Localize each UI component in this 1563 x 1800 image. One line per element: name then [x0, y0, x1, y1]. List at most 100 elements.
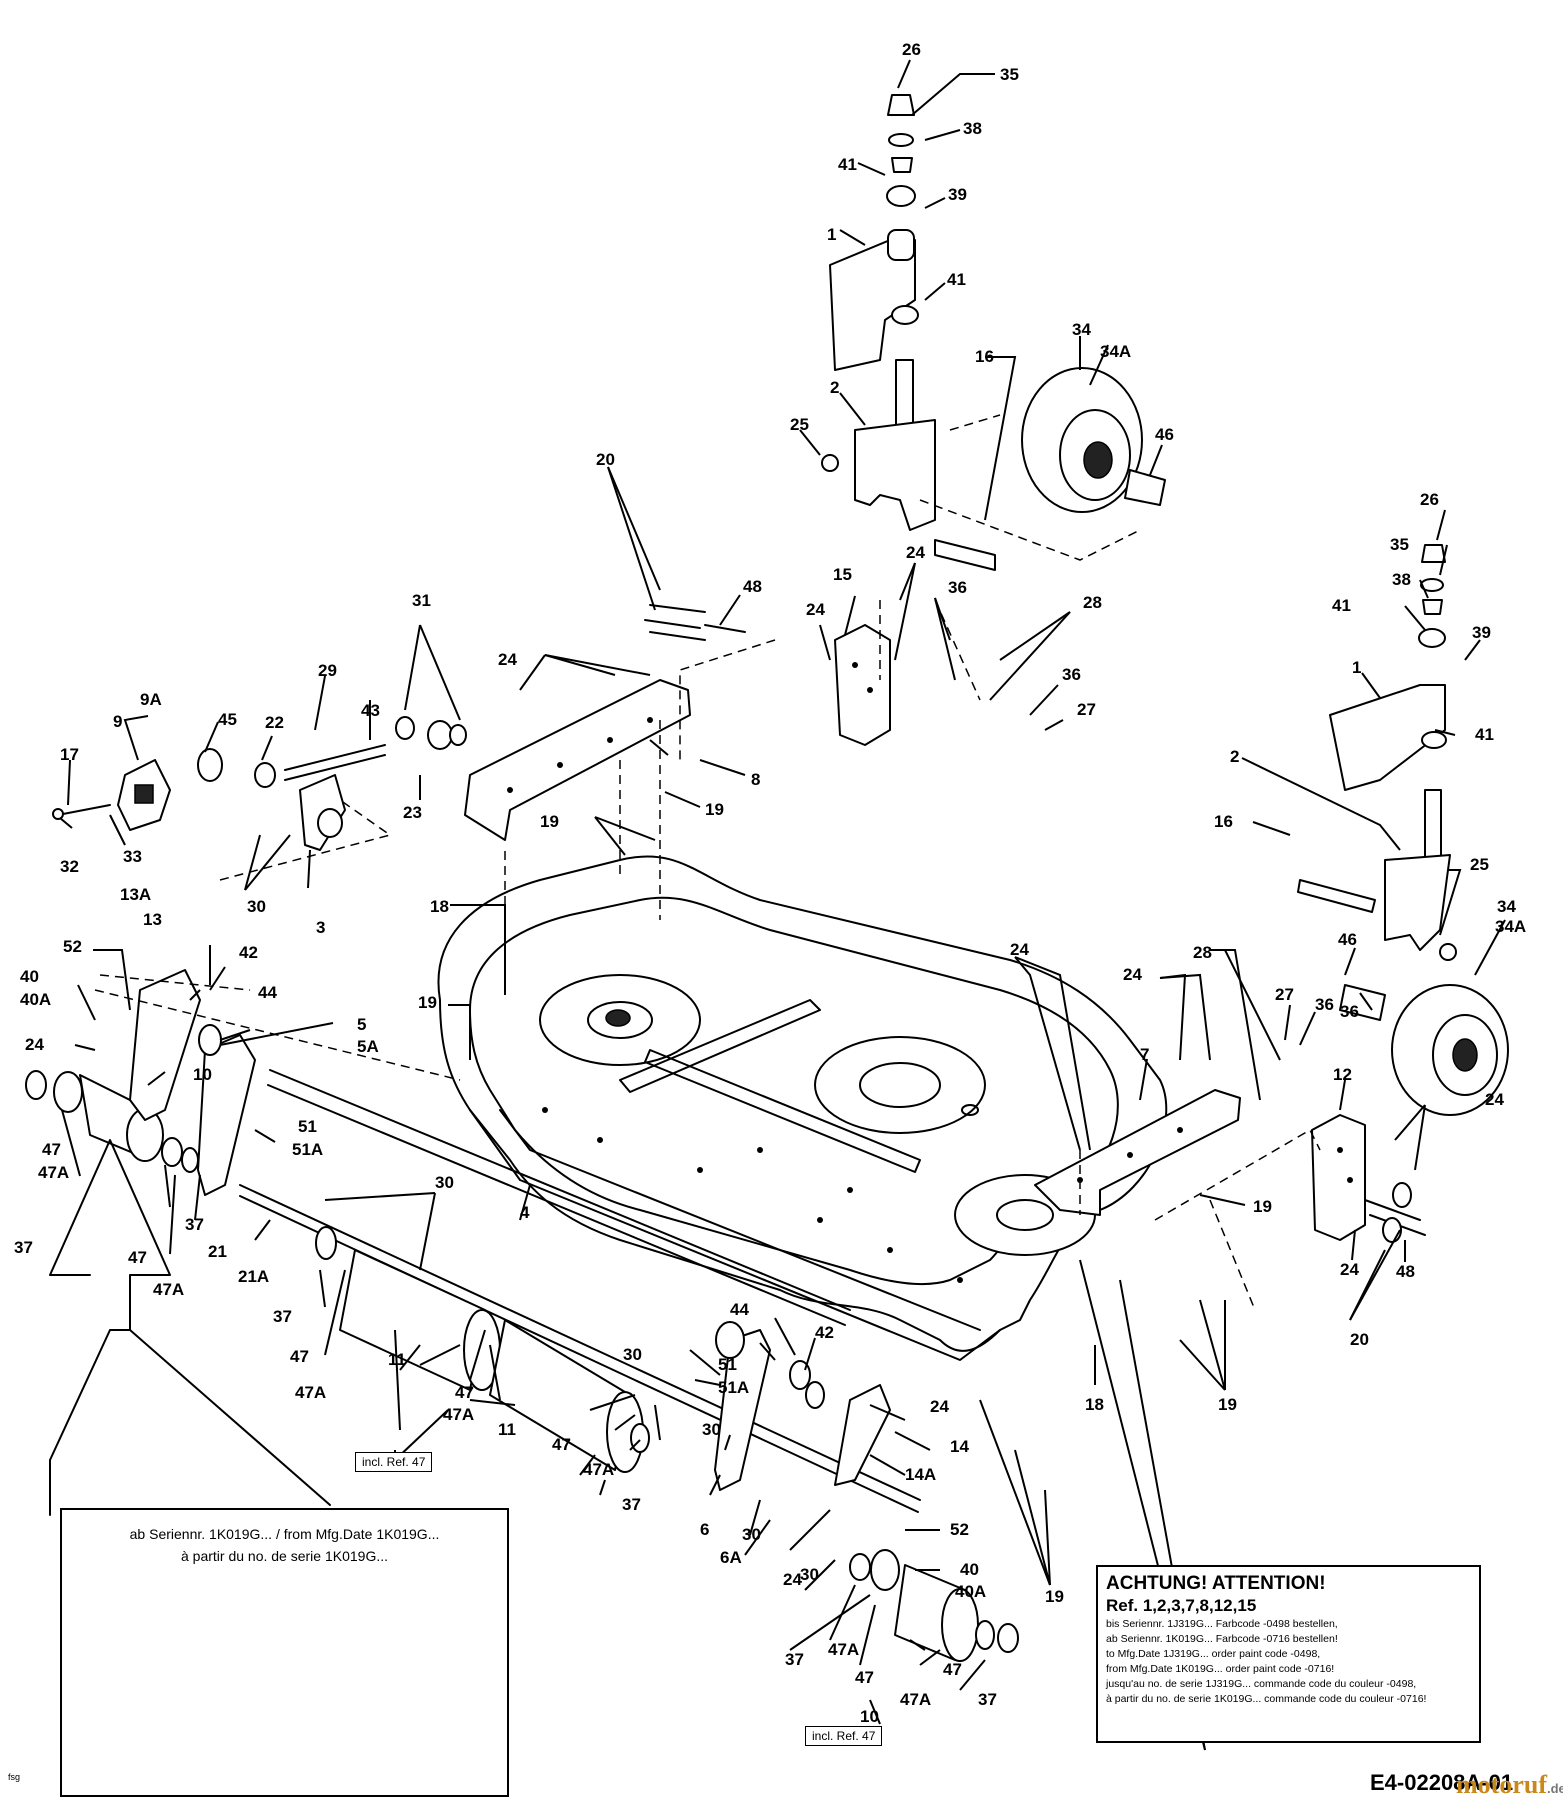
incl-ref-box: incl. Ref. 47	[355, 1452, 433, 1472]
part-label: 47	[455, 1383, 474, 1402]
part-label: 42	[239, 943, 258, 962]
part-label: 20	[596, 450, 615, 469]
part-label: 37	[622, 1495, 641, 1514]
part-label: 27	[1275, 985, 1294, 1004]
part-label: 20	[1350, 1330, 1369, 1349]
part-label: 47	[290, 1347, 309, 1366]
part-label: 52	[63, 937, 82, 956]
part-label: 3	[316, 918, 325, 937]
part-label: 26	[1420, 490, 1439, 509]
part-label: 7	[1140, 1045, 1149, 1064]
rods-20-48	[644, 604, 1426, 1243]
brand-watermark: motoruf.de	[1456, 1770, 1563, 1800]
part-label: 14	[950, 1437, 969, 1456]
part-label: 8	[751, 770, 760, 789]
attention-title: ACHTUNG! ATTENTION!	[1106, 1573, 1326, 1594]
part-label: 24	[783, 1570, 802, 1589]
incl-ref-box: incl. Ref. 47	[805, 1726, 883, 1746]
part-label: 42	[815, 1323, 834, 1342]
part-label: 41	[947, 270, 966, 289]
part-label: 47	[943, 1660, 962, 1679]
part-label: 36	[1062, 665, 1081, 684]
part-label: 19	[705, 800, 724, 819]
part-label: 30	[435, 1173, 454, 1192]
hanger-bracket-7	[1034, 1089, 1241, 1216]
part-label: 47	[128, 1248, 147, 1267]
part-label: 25	[790, 415, 809, 434]
leader-lines	[59, 59, 1506, 1751]
part-label: 47A	[295, 1383, 326, 1402]
part-label: 37	[785, 1650, 804, 1669]
attention-line: ab Seriennr. 1K019G... Farbcode -0716 be…	[1106, 1633, 1338, 1645]
part-label: 47	[855, 1668, 874, 1687]
part-label: 24	[1485, 1090, 1504, 1109]
part-label: 19	[1253, 1197, 1272, 1216]
part-label: 6A	[720, 1548, 742, 1567]
inset-line-2: à partir du no. de serie 1K019G...	[180, 1548, 388, 1564]
inset-pointer-arrow	[49, 1139, 331, 1516]
part-label: 31	[412, 591, 431, 610]
part-label: 47	[552, 1435, 571, 1454]
bracket-12	[1311, 1114, 1366, 1241]
part-label: 15	[833, 565, 852, 584]
part-label: 46	[1338, 930, 1357, 949]
part-label: 17	[60, 745, 79, 764]
part-label: 6	[700, 1520, 709, 1539]
part-label: 30	[742, 1525, 761, 1544]
serial-inset-box: ab Seriennr. 1K019G... / from Mfg.Date 1…	[60, 1508, 509, 1797]
part-label: 2	[1230, 747, 1239, 766]
shaft-21	[239, 1184, 921, 1513]
part-label: 51A	[292, 1140, 323, 1159]
part-label: 51	[718, 1355, 737, 1374]
part-label: 47	[42, 1140, 61, 1159]
brand-tld: .de	[1546, 1781, 1563, 1796]
part-label: 19	[540, 812, 559, 831]
hanger-bracket-8	[464, 679, 691, 841]
part-label: 19	[1218, 1395, 1237, 1414]
part-label: 21A	[238, 1267, 269, 1286]
axle-4	[267, 1069, 851, 1326]
part-label: 37	[185, 1215, 204, 1234]
part-label: 11	[498, 1420, 516, 1439]
part-label: 30	[702, 1420, 721, 1439]
part-label: 47A	[828, 1640, 859, 1659]
part-label: 24	[806, 600, 825, 619]
caster-assembly-right	[1297, 544, 1509, 1116]
part-label: 24	[1123, 965, 1142, 984]
roller-11-right	[489, 1319, 650, 1473]
part-label: 41	[1332, 596, 1351, 615]
roller-10-right	[849, 1549, 1019, 1662]
part-label: 9A	[140, 690, 162, 709]
part-label: 39	[948, 185, 967, 204]
part-label: 19	[418, 993, 437, 1012]
part-label: 5	[357, 1015, 366, 1034]
part-label: 35	[1000, 65, 1019, 84]
part-label: 26	[902, 40, 921, 59]
part-label: 28	[1083, 593, 1102, 612]
roller-support-6	[714, 1321, 891, 1491]
brand-name: motoruf	[1456, 1770, 1547, 1799]
part-label: 34	[1072, 320, 1091, 339]
caster-assembly-top	[821, 94, 1166, 571]
idler-assembly-9	[52, 716, 467, 851]
part-label: 33	[123, 847, 142, 866]
mower-deck	[437, 855, 1168, 1361]
part-label: 2	[830, 378, 839, 397]
part-label: 43	[361, 701, 380, 720]
part-label: 34	[1497, 897, 1516, 916]
part-label: 40A	[20, 990, 51, 1009]
part-label: 38	[1392, 570, 1411, 589]
part-label: 37	[14, 1238, 33, 1257]
part-label: 22	[265, 713, 284, 732]
part-label: 4	[520, 1203, 530, 1222]
part-label: 44	[258, 983, 277, 1002]
part-label: 52	[950, 1520, 969, 1539]
part-label: 48	[743, 577, 762, 596]
inset-line-1: ab Seriennr. 1K019G... / from Mfg.Date 1…	[129, 1526, 440, 1542]
part-label: 40A	[955, 1582, 986, 1601]
part-label: 34A	[1495, 917, 1526, 936]
part-label: 24	[1010, 940, 1029, 959]
part-label: 19	[1045, 1587, 1064, 1606]
part-label: 48	[1396, 1262, 1415, 1281]
part-label: 16	[1214, 812, 1233, 831]
